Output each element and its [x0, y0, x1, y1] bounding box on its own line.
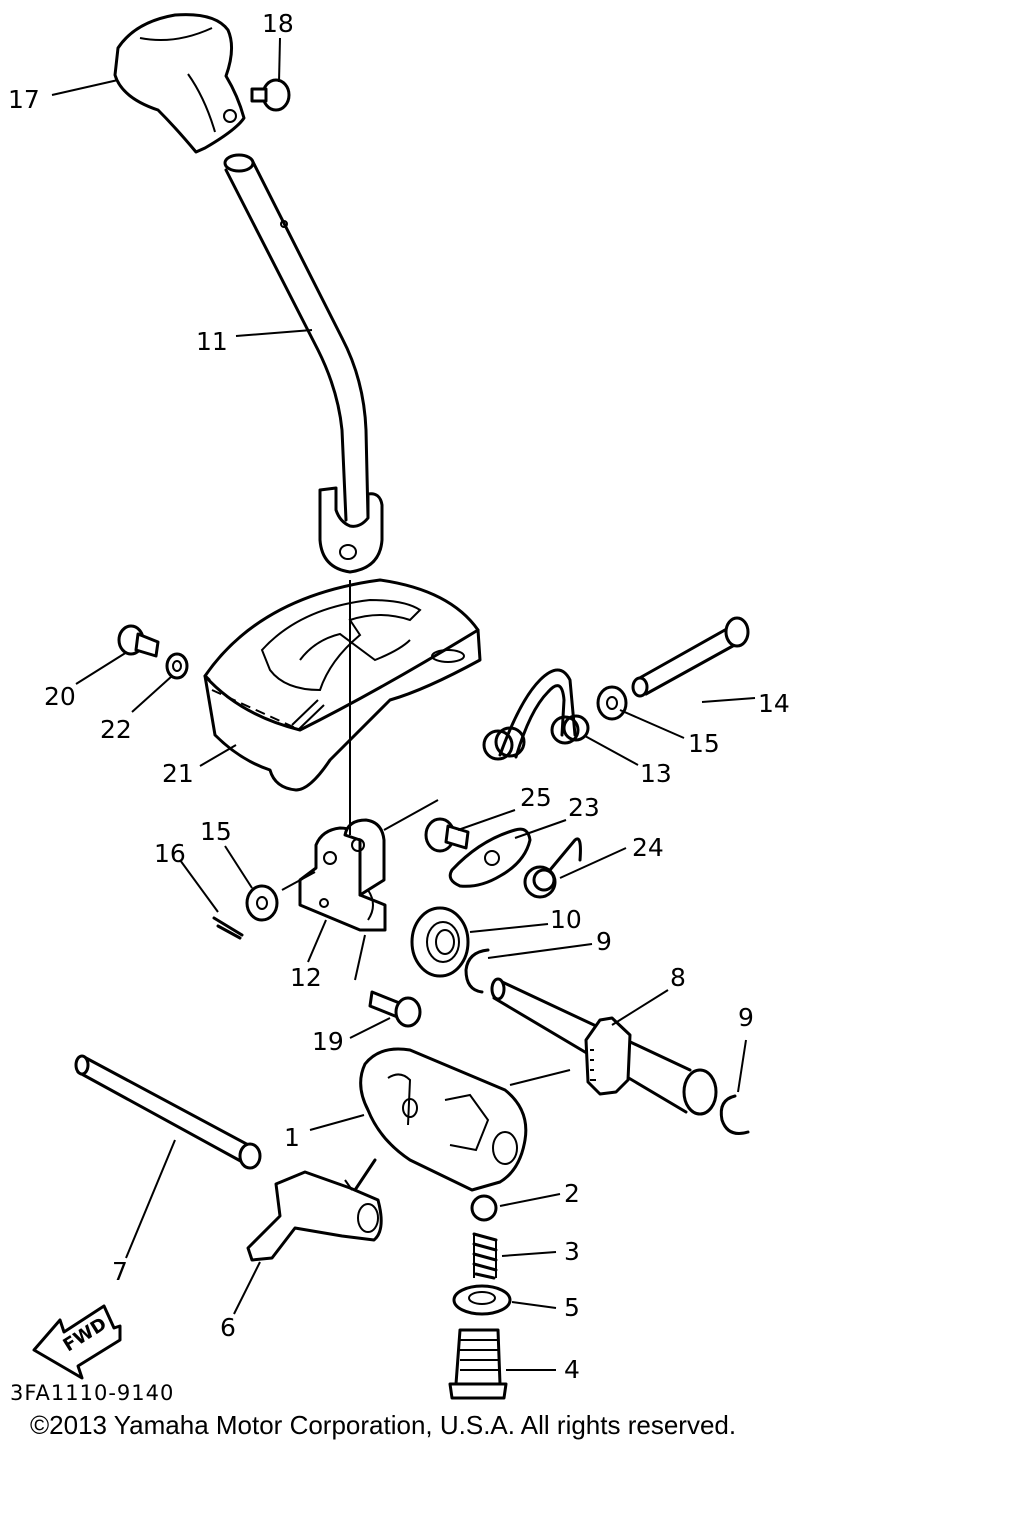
part-6-shift-fork [246, 1158, 383, 1262]
callout-9-upper: 9 [596, 927, 612, 956]
part-3-spring [472, 1232, 498, 1280]
part-20-bolt [117, 624, 160, 658]
callout-17: 17 [8, 85, 40, 114]
callout-3: 3 [564, 1237, 580, 1266]
part-24-spring [523, 837, 582, 899]
part-11-shift-lever [223, 153, 384, 574]
callout-25: 25 [520, 783, 552, 812]
part-25-bolt [424, 817, 470, 853]
callout-24: 24 [632, 833, 664, 862]
part-9-circlip-lower [719, 1094, 750, 1135]
callout-12: 12 [290, 963, 322, 992]
part-12-bracket [298, 818, 387, 932]
part-10-oil-seal [410, 906, 470, 978]
callouts: 17 18 11 20 22 21 14 15 13 25 23 24 15 1… [8, 9, 790, 1384]
callout-15-upper: 15 [688, 729, 720, 758]
callout-7: 7 [112, 1257, 128, 1286]
part-22-washer [165, 652, 189, 680]
callout-4: 4 [564, 1355, 580, 1384]
callout-6: 6 [220, 1313, 236, 1342]
part-4-plug-bolt [448, 1328, 508, 1400]
part-5-washer [452, 1284, 512, 1316]
callout-13: 13 [640, 759, 672, 788]
copyright-notice: ©2013 Yamaha Motor Corporation, U.S.A. A… [30, 1410, 737, 1440]
part-13-spring [482, 668, 590, 761]
diagram-code: 3FA1110-9140 [10, 1381, 175, 1405]
part-14-pin [631, 616, 750, 698]
part-9-circlip-upper [464, 948, 490, 994]
part-23-stopper-lever [448, 827, 532, 888]
callout-22: 22 [100, 715, 132, 744]
callout-1: 1 [284, 1123, 300, 1152]
callout-2: 2 [564, 1179, 580, 1208]
callout-20: 20 [44, 682, 76, 711]
part-15-washer-lower [245, 884, 279, 922]
callout-16: 16 [154, 839, 186, 868]
callout-19: 19 [312, 1027, 344, 1056]
callout-5: 5 [564, 1293, 580, 1322]
callout-11: 11 [196, 327, 228, 356]
part-8-shift-shaft [490, 977, 718, 1116]
part-18-screw [250, 78, 291, 112]
callout-15-lower: 15 [200, 817, 232, 846]
part-2-ball [470, 1194, 498, 1222]
part-1-shift-drum [359, 1047, 528, 1192]
callout-10: 10 [550, 905, 582, 934]
part-16-cotter-pin [212, 916, 244, 940]
part-17-shift-knob [113, 13, 246, 154]
callout-9-lower: 9 [738, 1003, 754, 1032]
callout-18: 18 [262, 9, 294, 38]
part-21-shift-guide [203, 578, 482, 792]
part-15-washer-upper [596, 685, 628, 721]
fwd-arrow-icon: FWD [32, 1304, 122, 1380]
part-19-bolt [368, 990, 422, 1028]
callout-8: 8 [670, 963, 686, 992]
callout-23: 23 [568, 793, 600, 822]
callout-21: 21 [162, 759, 194, 788]
part-7-guide-bar [74, 1054, 262, 1170]
callout-14: 14 [758, 689, 790, 718]
leader-lines [51, 37, 756, 1371]
